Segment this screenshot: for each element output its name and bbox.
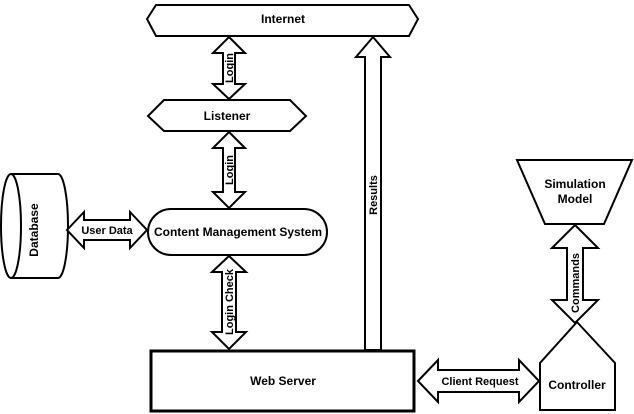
web-server-label: Web Server xyxy=(250,374,316,388)
client-request-arrow: Client Request xyxy=(416,357,541,405)
simulation-model-label-line1: Simulation xyxy=(544,177,605,191)
cms-label: Content Management System xyxy=(154,225,322,239)
internet-label: Internet xyxy=(261,12,305,26)
login-label-2: Login xyxy=(224,155,236,185)
user-data-label: User Data xyxy=(81,225,133,237)
commands-arrow: Commands xyxy=(549,223,601,325)
results-arrow: Results xyxy=(353,35,393,351)
login-label-1: Login xyxy=(224,53,236,83)
results-label: Results xyxy=(368,175,380,215)
user-data-arrow: User Data xyxy=(65,209,149,251)
simulation-model-label-line2: Model xyxy=(558,192,593,206)
login-arrow-listener-cms: Login xyxy=(210,130,248,210)
client-request-label: Client Request xyxy=(441,376,518,388)
internet-node: Internet xyxy=(145,4,420,37)
controller-node: Controller xyxy=(539,320,616,411)
database-label: Database xyxy=(27,203,41,257)
login-arrow-internet-listener: Login xyxy=(210,35,248,101)
database-node: Database xyxy=(0,173,69,279)
listener-label: Listener xyxy=(204,109,251,123)
login-check-label: Login Check xyxy=(224,268,236,335)
simulation-model-node: Simulation Model xyxy=(515,159,634,225)
commands-label: Commands xyxy=(570,253,582,313)
login-check-arrow: Login Check xyxy=(209,254,249,351)
cms-node: Content Management System xyxy=(147,208,328,256)
web-server-node: Web Server xyxy=(149,349,416,413)
controller-label: Controller xyxy=(548,378,606,392)
listener-node: Listener xyxy=(146,99,308,132)
